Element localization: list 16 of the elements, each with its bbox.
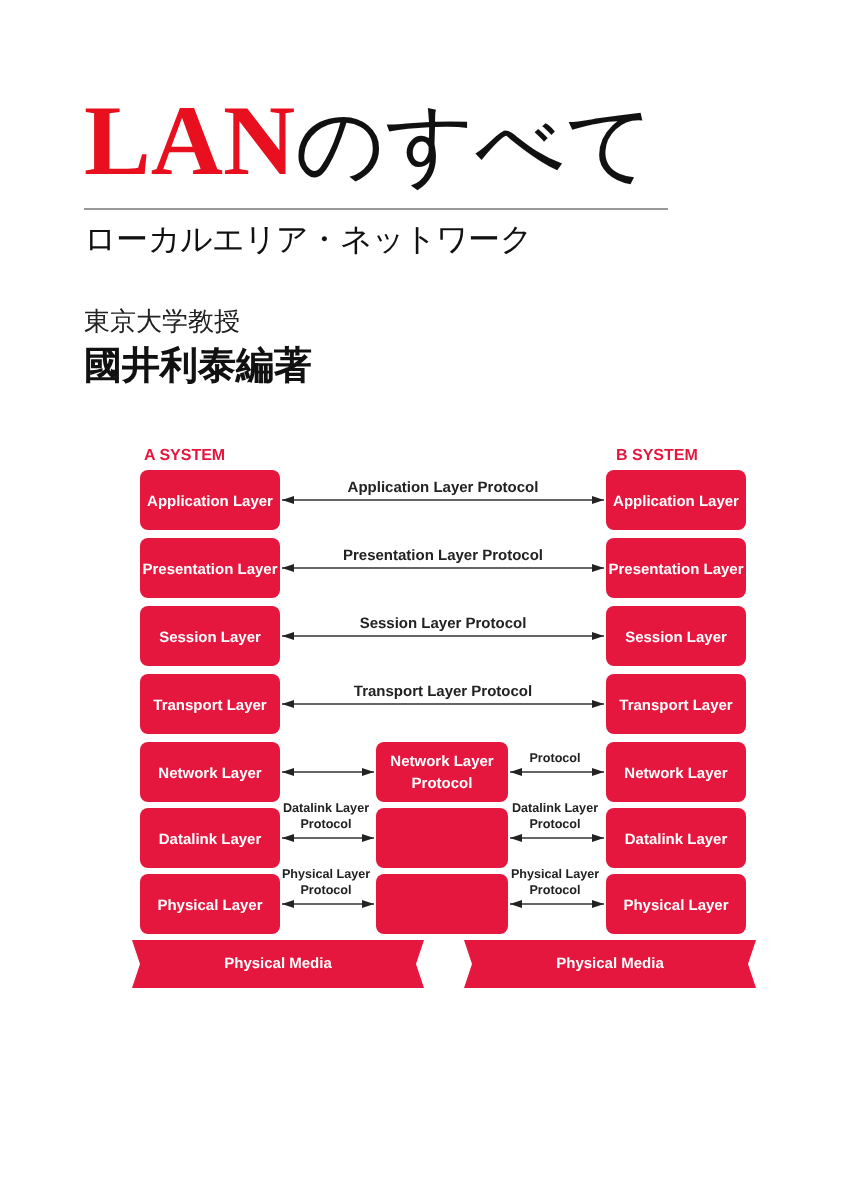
- book-title: LANのすべて: [84, 84, 656, 200]
- arrow: [281, 700, 605, 708]
- subtitle: ローカルエリア・ネットワーク: [84, 220, 532, 262]
- author-name: 國井利泰編著: [84, 342, 312, 392]
- arrow: [509, 834, 605, 842]
- author-affiliation: 東京大学教授: [84, 306, 240, 340]
- arrow: [281, 900, 375, 908]
- arrow: [509, 768, 605, 776]
- arrow: [509, 900, 605, 908]
- arrow: [281, 834, 375, 842]
- arrow: [281, 632, 605, 640]
- arrow: [281, 496, 605, 504]
- column-heading: B SYSTEM: [616, 446, 698, 464]
- arrow: [281, 564, 605, 572]
- column-heading: A SYSTEM: [144, 446, 226, 464]
- arrow: [281, 768, 375, 776]
